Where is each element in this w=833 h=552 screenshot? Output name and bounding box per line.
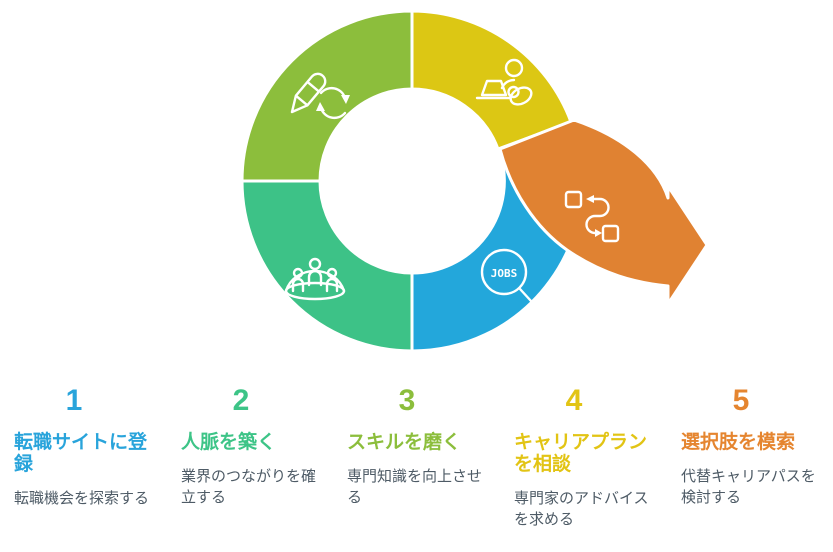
step-column-1: 1 転職サイトに登録 転職機会を探索する xyxy=(14,385,166,510)
step-column-4: 4 キャリアプランを相談 専門家のアドバイスを求める xyxy=(514,385,666,531)
step-column-5: 5 選択肢を模索 代替キャリアパスを検討する xyxy=(681,385,833,508)
step-description: 業界のつながりを確立する xyxy=(181,467,317,506)
step-number: 1 xyxy=(65,384,83,417)
steps-row: 1 転職サイトに登録 転職機会を探索する 2 人脈を築く 業界のつながりを確立す… xyxy=(0,385,833,552)
step-title: 人脈を築く xyxy=(181,431,277,453)
step-description: 専門家のアドバイスを求める xyxy=(514,490,649,528)
person-laptop-icon xyxy=(475,58,533,106)
group-people-icon xyxy=(284,257,346,301)
jobs-magnifier-icon: JOBS xyxy=(480,248,533,303)
arrow-segment-explore xyxy=(498,118,709,306)
step-number: 5 xyxy=(732,384,750,417)
step-column-2: 2 人脈を築く 業界のつながりを確立する xyxy=(181,385,333,508)
step-description: 代替キャリアパスを検討する xyxy=(681,467,816,506)
step-description: 専門知識を向上させる xyxy=(347,467,483,506)
step-description: 転職機会を探索する xyxy=(14,490,150,508)
donut-segment-skills xyxy=(240,9,414,183)
step-number: 2 xyxy=(232,384,250,417)
pencil-refresh-icon xyxy=(290,72,350,120)
step-title: キャリアプランを相談 xyxy=(514,431,648,475)
swap-arrows-icon xyxy=(564,190,620,243)
step-title: スキルを磨く xyxy=(347,431,462,453)
step-number: 3 xyxy=(398,384,416,417)
donut-segment-network xyxy=(240,179,414,353)
career-cycle-diagram: JOBS xyxy=(240,9,709,353)
step-number: 4 xyxy=(565,384,583,417)
step-title: 選択肢を模索 xyxy=(681,431,796,453)
step-column-3: 3 スキルを磨く 専門知識を向上させる xyxy=(347,385,499,508)
jobs-label: JOBS xyxy=(491,267,518,280)
step-title: 転職サイトに登録 xyxy=(14,431,148,475)
